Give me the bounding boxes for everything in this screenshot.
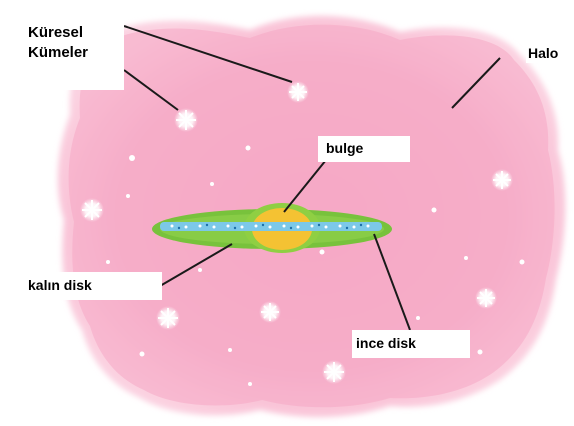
star-cluster	[475, 287, 497, 309]
star-cluster	[322, 360, 346, 384]
label-bulge: bulge	[318, 136, 410, 162]
label-thick-disk: kalın disk	[24, 272, 162, 300]
star-cluster	[491, 169, 513, 191]
star-cluster	[80, 198, 104, 222]
label-globular-clusters: Küresel Kümeler	[24, 20, 124, 90]
label-halo: Halo	[526, 43, 560, 63]
star-cluster	[259, 301, 281, 323]
star-cluster	[156, 306, 180, 330]
star-cluster	[287, 81, 309, 103]
star-cluster	[174, 108, 198, 132]
label-globular-clusters-line2: Kümeler	[28, 43, 120, 63]
label-globular-clusters-line1: Küresel	[28, 23, 120, 43]
label-thin-disk: ince disk	[352, 330, 470, 358]
